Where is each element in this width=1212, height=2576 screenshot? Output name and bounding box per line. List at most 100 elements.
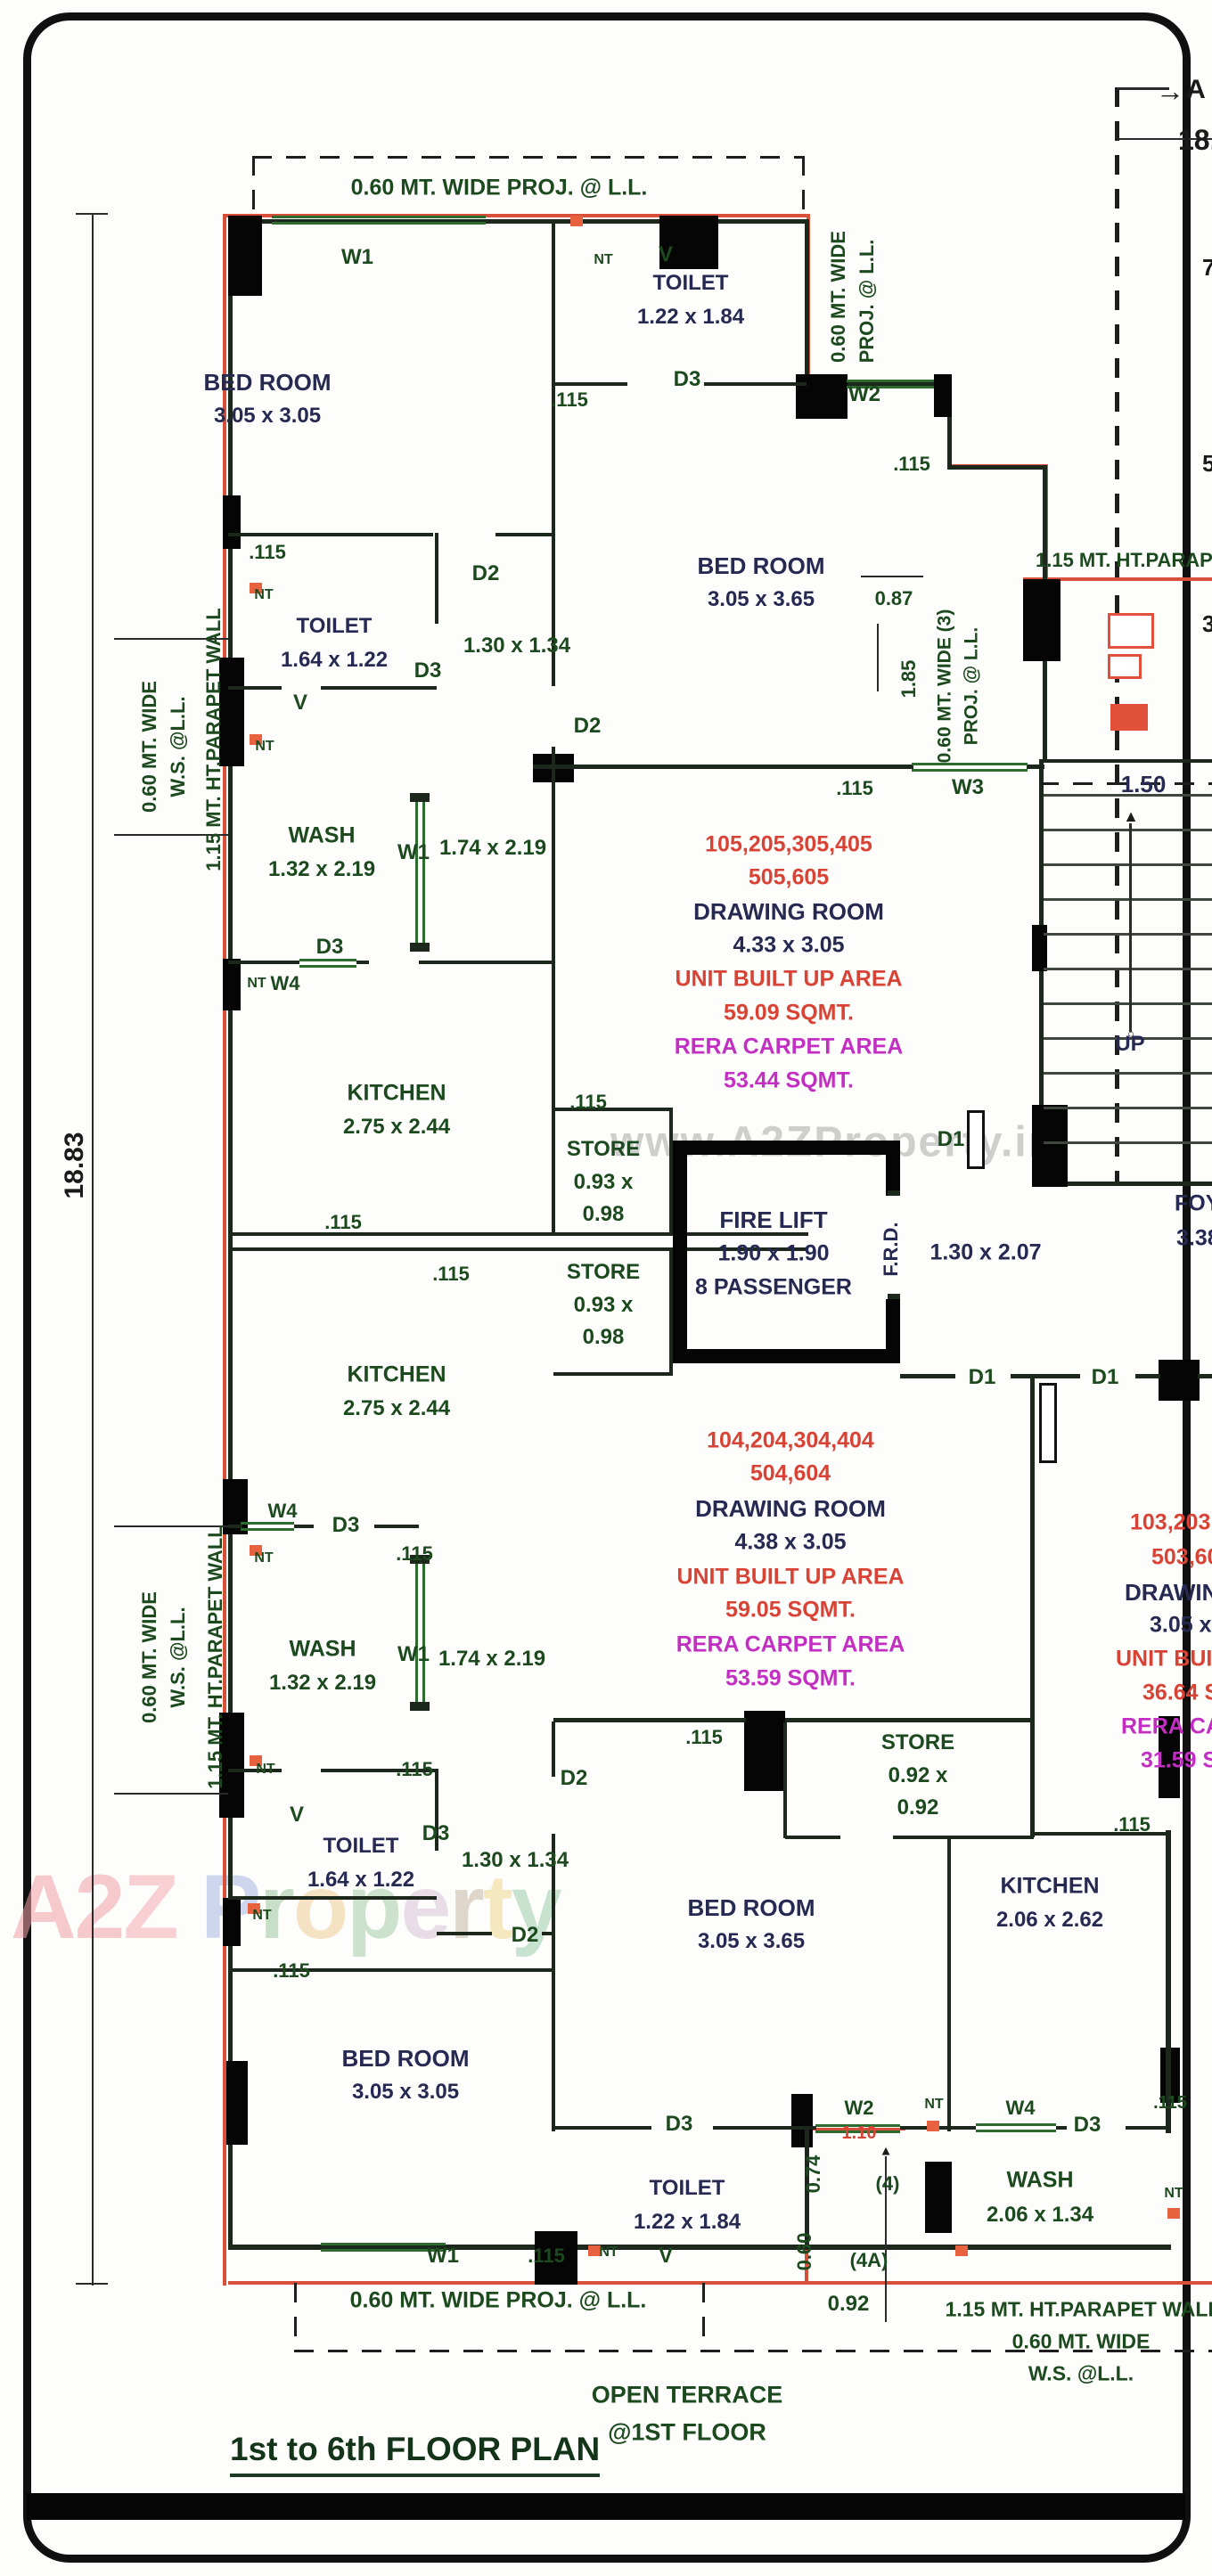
room-drawing: DRAWING ROOM: [695, 1495, 886, 1522]
frd-door: F.R.D.: [880, 1222, 902, 1277]
rera-label: RERA CARPET AREA: [676, 1631, 905, 1657]
room-store: STORE: [880, 1730, 955, 1754]
wall-pier: [791, 2094, 813, 2147]
dim-line: [114, 1525, 228, 1527]
wall-segment: [713, 2126, 807, 2130]
window-w1: W1: [341, 245, 373, 269]
boundary-red-line: [1023, 577, 1212, 581]
nt-marker: NT: [594, 252, 613, 267]
room-dim: 1.22 x 1.84: [633, 2210, 741, 2234]
unit-numbers: 504,604: [749, 1460, 831, 1486]
edge-dim: 5: [1202, 450, 1212, 477]
nt-marker: NT: [252, 1908, 272, 1923]
wall-dim: .115: [1153, 2093, 1187, 2113]
wall-segment: [552, 747, 555, 768]
room-kitchen: KITCHEN: [347, 1362, 446, 1387]
room-wash: WASH: [1006, 2167, 1074, 2193]
wall-segment: [805, 219, 809, 386]
dim-parapet: 1.15 MT. HT.PARAPET WALL: [945, 2297, 1212, 2321]
note-4a: (4A): [849, 2249, 889, 2271]
door-d3: D3: [673, 367, 701, 391]
dim-line: [76, 213, 108, 215]
wall-segment: [1135, 1374, 1160, 1378]
room-dim: 2.06 x 2.62: [995, 1908, 1104, 1932]
plan-title: 1st to 6th FLOOR PLAN: [230, 2431, 601, 2477]
stair-dim: 1.50: [1120, 771, 1167, 797]
wall-pier: [934, 374, 952, 417]
window-line: [847, 386, 934, 388]
wall-segment: [1034, 1832, 1167, 1836]
wall-segment: [1039, 759, 1044, 1185]
wall-segment: [947, 465, 1047, 470]
nt-marker-icon: [250, 734, 262, 745]
wall-segment: [1166, 1830, 1171, 2133]
wall-segment: [893, 1836, 1034, 1839]
wall-dim: .115: [396, 1542, 433, 1565]
dim-line: [1118, 87, 1169, 90]
room-dim: 0.93 x: [573, 1170, 634, 1194]
room-bedroom: BED ROOM: [687, 1894, 815, 1921]
dim-proj-top: 0.60 MT. WIDE PROJ. @ L.L.: [350, 175, 648, 200]
builtup-label: UNIT BUILT UP AREA: [1116, 1646, 1212, 1672]
dashed-line: [294, 2350, 1212, 2352]
wall-segment: [228, 2245, 1171, 2250]
wall-pier: [219, 1713, 244, 1818]
window-w4: W4: [267, 1500, 298, 1522]
up-arrowhead-icon: ▲: [1123, 807, 1139, 825]
unit-numbers: 104,204,304,404: [707, 1427, 874, 1453]
door-d2: D2: [573, 714, 602, 738]
room-bedroom: BED ROOM: [341, 2045, 470, 2072]
window-line: [415, 802, 418, 943]
window-line: [815, 2124, 900, 2127]
stair-tread: [1044, 863, 1212, 866]
wall-pier: [223, 1898, 241, 1946]
stair-tread: [1044, 968, 1212, 970]
window-w4: W4: [1005, 2097, 1036, 2119]
nt-marker-icon: [570, 216, 583, 226]
window-line: [299, 959, 356, 961]
room-dim: 1.22 x 1.84: [636, 305, 745, 329]
dashed-line: [702, 2283, 705, 2352]
wall-segment: [552, 382, 627, 386]
wall-segment: [785, 1718, 1032, 1722]
wall-segment: [552, 1721, 555, 1777]
dim-proj-side: 0.60 MT. WIDE (3): [934, 609, 955, 764]
window-w1: W1: [397, 840, 430, 864]
wall-dim: .115: [893, 453, 930, 475]
watermark-letter: Z: [123, 1856, 178, 1958]
room-dim: 4.33 x 3.05: [733, 932, 845, 958]
room-dim: 3.05 x 3.65: [697, 1929, 806, 1953]
watermark-letter: p: [347, 1856, 402, 1958]
room-dim: 3.05 x 3.05: [351, 2080, 460, 2104]
wall-segment: [553, 1108, 673, 1111]
watermark-letter: A: [11, 1856, 77, 1958]
wall-segment: [1039, 759, 1212, 763]
wall-segment: [805, 2128, 809, 2245]
builtup-value: 59.05 SQMT.: [725, 1597, 856, 1623]
dim-line: [114, 638, 228, 640]
room-toilet: TOILET: [649, 2176, 725, 2200]
room-dim: 0.98: [582, 1325, 625, 1349]
room-dim: 2.75 x 2.44: [342, 1396, 451, 1420]
open-terrace: @1ST FLOOR: [608, 2418, 766, 2446]
wall-segment: [704, 382, 807, 386]
wall-segment: [495, 533, 555, 536]
room-bedroom: BED ROOM: [203, 369, 332, 396]
door-d2: D2: [560, 1766, 588, 1790]
dim-line: [114, 1793, 228, 1795]
scan-edge-bar: [27, 2493, 1185, 2520]
dim-ws: 0.60 MT. WIDE: [138, 1591, 160, 1723]
watermark-letter: [177, 1856, 201, 1958]
wall-segment: [552, 1834, 555, 2131]
wall-segment: [1030, 1376, 1035, 1721]
door-d2: D2: [471, 561, 500, 585]
door-d3: D3: [332, 1513, 360, 1537]
rera-value: 53.44 SQMT.: [724, 1067, 854, 1093]
wall-dim: .115: [551, 388, 588, 411]
nt-marker: NT: [599, 2245, 618, 2260]
window-w2: W2: [848, 382, 880, 406]
stair-tread: [1044, 829, 1212, 831]
wall-pier: [1032, 1105, 1068, 1187]
door-d3: D3: [315, 935, 344, 959]
section-mark-a: A: [1186, 75, 1206, 104]
